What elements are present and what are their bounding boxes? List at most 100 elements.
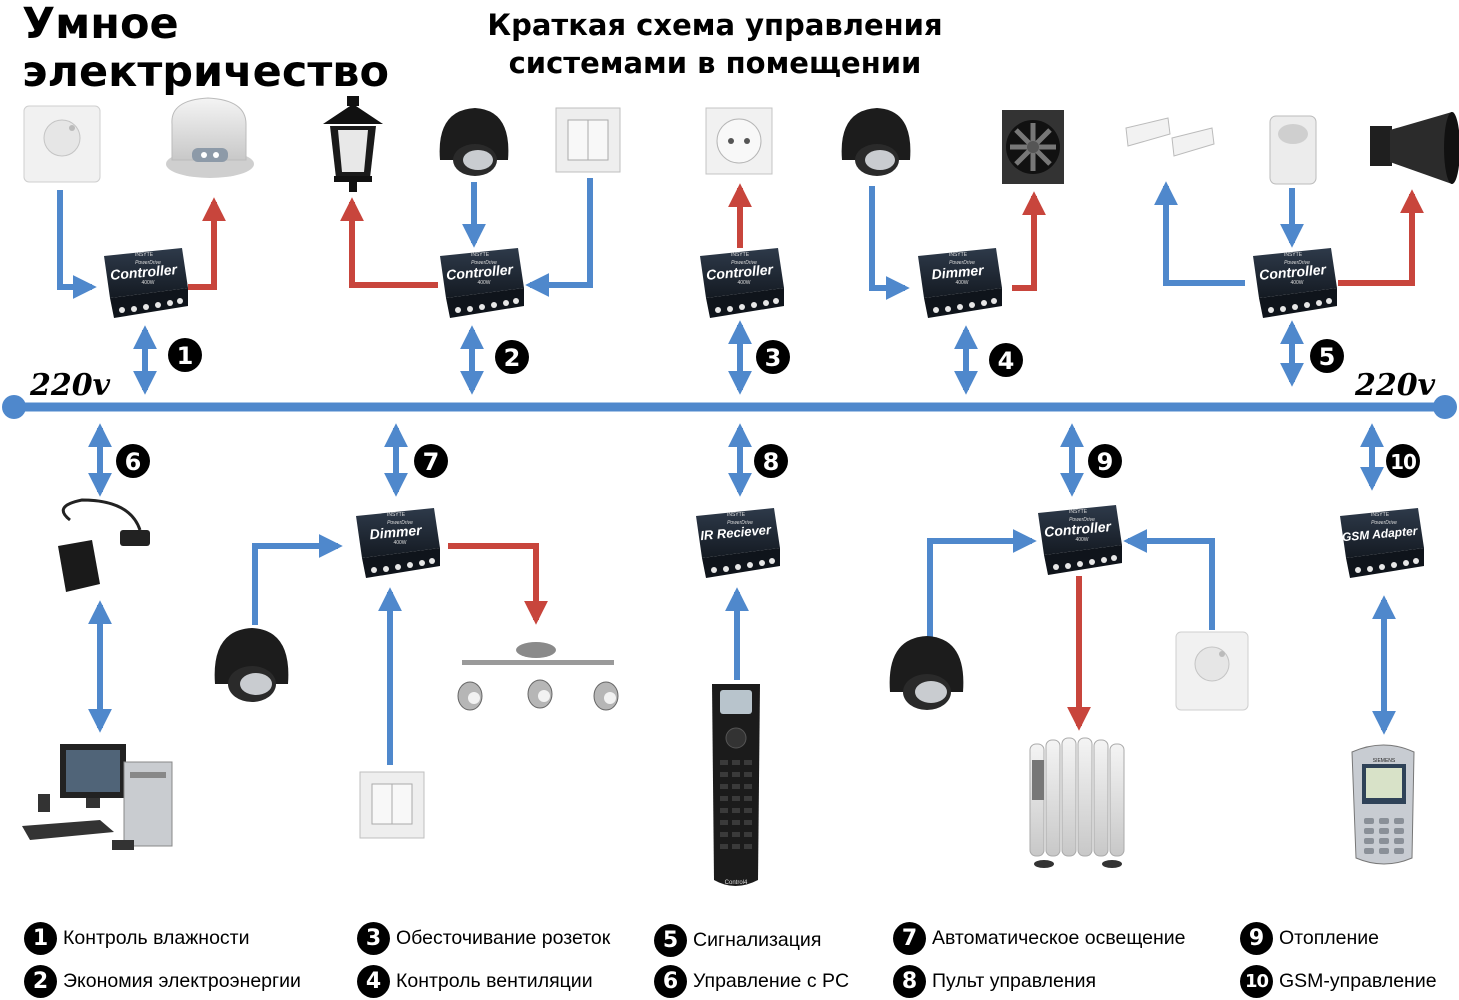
svg-text:6: 6 [125,448,142,476]
module-1-brand: INSYTE [135,252,154,258]
title-line-1: Умное [22,0,179,49]
module-2-line: PowerDrive [471,260,497,266]
module-1-name: Controller [110,261,180,283]
legend-label: Пульт управления [932,969,1097,992]
oil-radiator-icon [1029,737,1125,868]
badge-4: 4 [989,343,1023,377]
module-8-name: IR Reciever [700,522,773,543]
module-7: INSYTE PowerDrive Dimmer 400W [356,508,440,578]
module-2-rating: 400W [477,280,490,286]
title-line-2: электричество [22,47,390,97]
module-7-rating: 400W [393,540,406,546]
legend-label: Отопление [1279,926,1380,949]
badge-7: 7 [414,444,448,478]
svg-text:5: 5 [1319,343,1336,371]
badge-1: 1 [168,338,202,372]
legend-item-9: 9 Отопление [1240,920,1379,956]
legend-item-1: 1 Контроль влажности [24,920,250,956]
module-2-name: Controller [446,261,516,283]
module-7-name: Dimmer [369,522,424,543]
legend-item-7: 7 Автоматическое освещение [893,920,1186,956]
mobile-phone-icon: SIEMENS [1351,744,1415,865]
legend-label: Сигнализация [693,928,822,951]
legend-number: 10 [1240,964,1273,998]
svg-text:7: 7 [423,448,440,476]
module-4-rating: 400W [955,280,968,286]
subtitle-line-1: Краткая схема управления [487,8,943,42]
badge-9: 9 [1088,444,1122,478]
module-8-brand: INSYTE [727,512,746,518]
svg-text:1: 1 [177,342,194,370]
humidity-sensor-icon [23,105,101,183]
legend-item-2: 2 Экономия электроэнергии [24,963,301,999]
module-2-brand: INSYTE [471,252,490,258]
svg-text:4: 4 [998,347,1015,375]
legend-label: GSM-управление [1279,969,1437,992]
badge-2: 2 [495,340,529,374]
door-sensor-icon [1125,117,1215,157]
badge-6: 6 [116,444,150,478]
motion-sensor-icon [214,628,289,702]
module-10-brand: INSYTE [1371,512,1390,518]
module-4-line: PowerDrive [949,260,975,266]
module-3-name: Controller [706,261,776,283]
svg-text:2: 2 [504,344,521,372]
wall-switch-icon [359,771,425,839]
module-7-brand: INSYTE [387,512,406,518]
module-9-name: Controller [1044,518,1114,540]
desktop-pc-icon [22,744,173,850]
module-3-rating: 400W [737,280,750,286]
badge-3: 3 [756,340,790,374]
module-10-line: PowerDrive [1371,520,1397,526]
module-9-line: PowerDrive [1069,517,1095,523]
module-1: INSYTE PowerDrive Controller 400W [104,248,188,318]
subtitle-line-2: системами в помещении [508,46,922,80]
module-10-name: GSM Adapter [1341,524,1419,545]
legend-number: 4 [357,964,390,998]
module-9-rating: 400W [1075,537,1088,543]
pir-sensor-icon [1269,115,1317,185]
legend-label: Обесточивание розеток [396,926,611,949]
legend-item-5: 5 Сигнализация [654,922,821,958]
badges: 1 2 3 4 5 6 7 8 9 10 [116,338,1420,478]
module-3: INSYTE PowerDrive Controller 400W [700,248,784,318]
legend-label: Управление с PC [693,969,850,992]
street-lamp-icon [323,96,383,192]
legend-item-4: 4 Контроль вентиляции [357,963,593,999]
module-5-brand: INSYTE [1284,252,1303,258]
legend-number: 7 [893,921,926,955]
legend-item-8: 8 Пульт управления [893,963,1096,999]
legend-label: Контроль влажности [63,926,250,949]
humidifier-icon [166,97,254,178]
motion-sensor-icon [439,108,509,176]
legend-item-10: 10 GSM-управление [1240,963,1437,999]
module-4-brand: INSYTE [949,252,968,258]
legend-label: Экономия электроэнергии [63,969,301,992]
device-links [57,178,1424,765]
badge-10: 10 [1386,444,1420,478]
socket-icon [705,107,773,175]
page-title: Умное электричество [22,0,389,96]
svg-text:10: 10 [1390,450,1416,474]
bus-label-left: 220v [29,368,111,403]
module-5: INSYTE PowerDrive Controller 400W [1253,248,1337,318]
legend-number: 3 [357,921,390,955]
spotlights-icon [457,642,619,711]
module-7-line: PowerDrive [387,520,413,526]
svg-text:3: 3 [765,344,782,372]
module-8: INSYTE PowerDrive IR Reciever [696,508,780,578]
svg-text:9: 9 [1097,448,1114,476]
fan-icon [1002,110,1064,184]
module-3-brand: INSYTE [731,252,750,258]
bus-label-right: 220v [1354,368,1436,403]
module-10: INSYTE PowerDrive GSM Adapter [1340,508,1424,578]
badge-8: 8 [754,444,788,478]
motion-sensor-icon [889,636,964,710]
module-1-line: PowerDrive [135,260,161,266]
diagram-subtitle: Краткая схема управления системами в пом… [455,6,975,82]
legend-label: Автоматическое освещение [932,926,1186,949]
phone-brand: SIEMENS [1373,758,1396,764]
legend-number: 1 [24,921,57,955]
badge-5: 5 [1310,339,1344,373]
module-5-rating: 400W [1290,280,1303,286]
